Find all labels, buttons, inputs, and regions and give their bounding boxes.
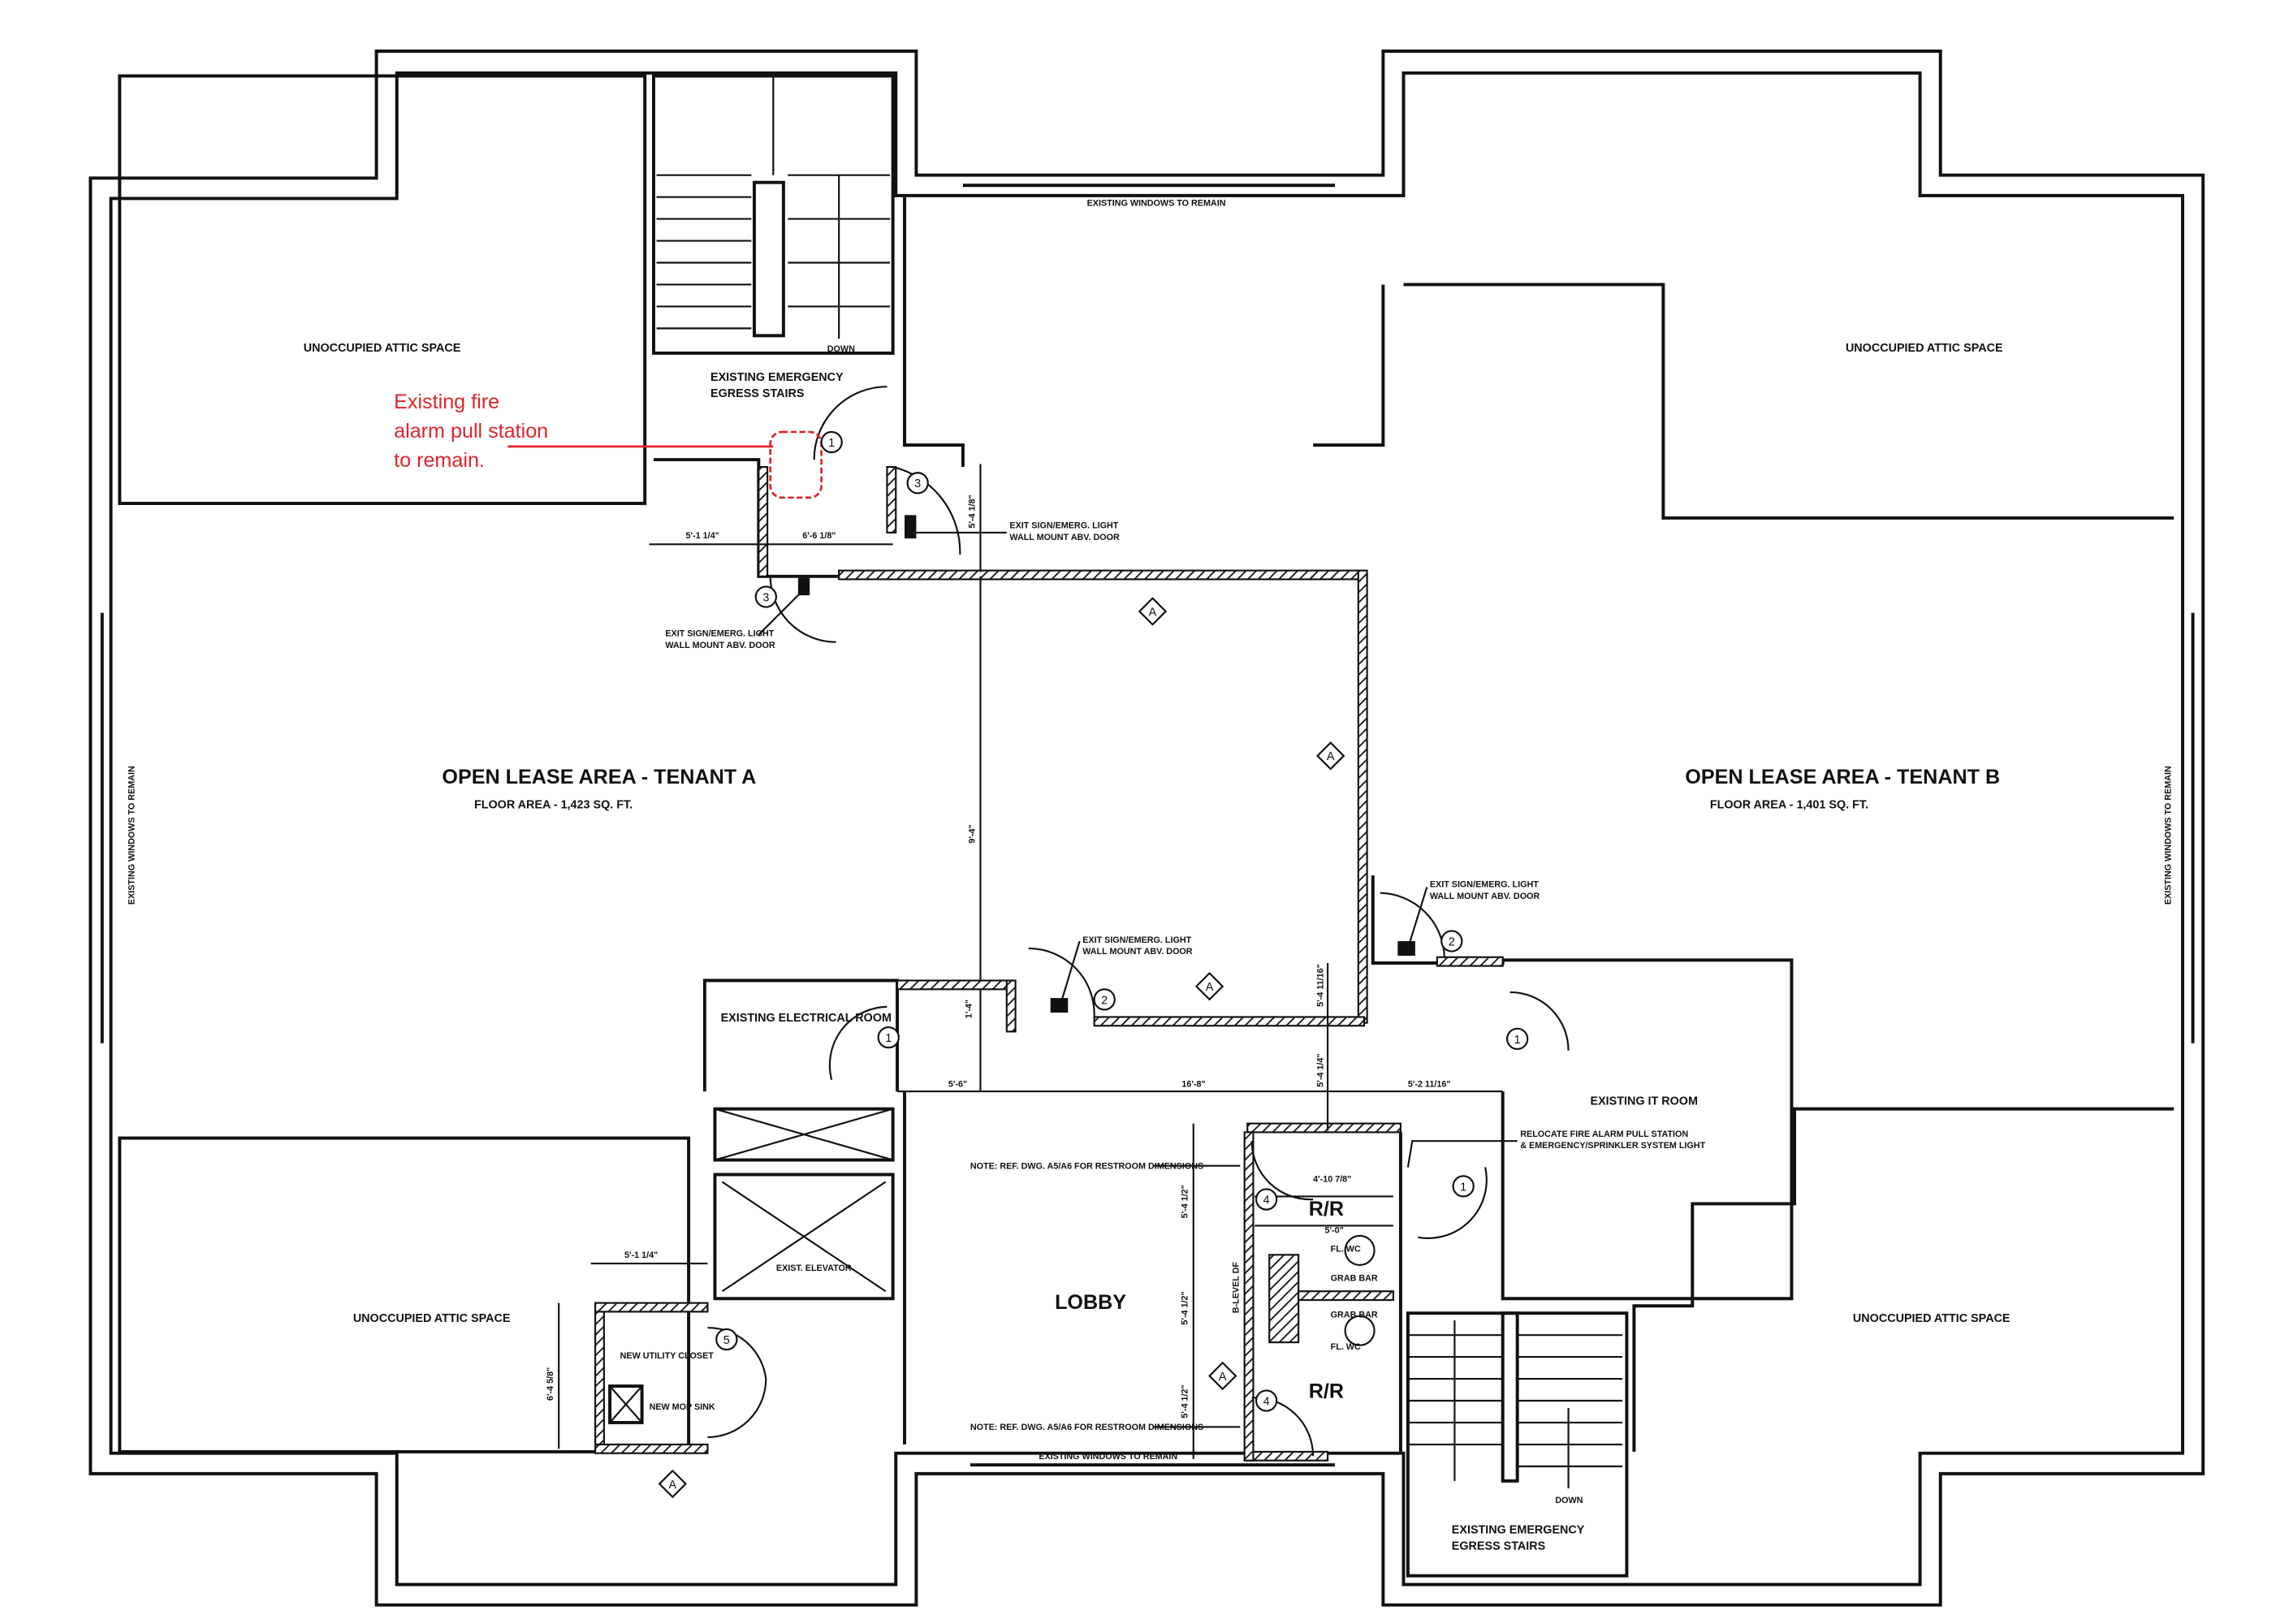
redline-markup: Existing fire alarm pull station to rema…: [394, 391, 823, 499]
tenant-a-label: OPEN LEASE AREA - TENANT A: [442, 766, 756, 788]
annotations: EXISTING WINDOWS TO REMAIN EXISTING WIND…: [127, 198, 2173, 1505]
dimension: 5'-4 11/16": [1316, 964, 1326, 1007]
attic-label: UNOCCUPIED ATTIC SPACE: [353, 1312, 511, 1325]
it-room-label: EXISTING IT ROOM: [1591, 1095, 1698, 1108]
door-tag: 1: [885, 1032, 892, 1045]
exit-sign-note: WALL MOUNT ABV. DOOR: [1430, 892, 1540, 901]
wall-tag: A: [1219, 1371, 1227, 1384]
electrical-room-label: EXISTING ELECTRICAL ROOM: [721, 1012, 892, 1025]
dimension: 5'-0": [1324, 1225, 1343, 1235]
stairs-label: EGRESS STAIRS: [710, 387, 805, 400]
down-label: DOWN: [827, 344, 855, 354]
interior-walls: [594, 197, 1794, 1462]
attic-label: UNOCCUPIED ATTIC SPACE: [1853, 1312, 2010, 1325]
windows-note: EXISTING WINDOWS TO REMAIN: [127, 766, 136, 905]
restroom-note: NOTE: REF. DWG. A5/A6 FOR RESTROOM DIMEN…: [970, 1161, 1203, 1171]
top-stairs: [651, 74, 895, 355]
dimension: 5'-4 1/2": [1181, 1384, 1190, 1418]
exit-sign-note: WALL MOUNT ABV. DOOR: [1009, 533, 1120, 542]
dimension: 5'-2 11/16": [1408, 1080, 1451, 1090]
redline-note-line-2: alarm pull station: [394, 420, 548, 443]
door-tag: 5: [723, 1334, 730, 1347]
door-tag: 1: [828, 437, 835, 450]
tenant-a-area: FLOOR AREA - 1,423 SQ. FT.: [474, 799, 633, 812]
down-label: DOWN: [1555, 1496, 1583, 1505]
door-tag: 3: [762, 591, 769, 604]
room-labels: UNOCCUPIED ATTIC SPACE UNOCCUPIED ATTIC …: [304, 342, 2010, 1553]
dimension: 5'-4 1/2": [1181, 1291, 1190, 1324]
restroom-label: R/R: [1309, 1380, 1344, 1402]
exit-sign-note: EXIT SIGN/EMERG. LIGHT: [1009, 521, 1118, 531]
dimension: 5'-4 1/8": [967, 495, 977, 528]
wall-tag: A: [1149, 606, 1157, 619]
redline-note-line-3: to remain.: [394, 449, 485, 472]
stairs-label: EGRESS STAIRS: [1452, 1540, 1546, 1553]
stairs-label: EXISTING EMERGENCY: [1452, 1524, 1585, 1537]
dimension: 6'-4 5/8": [546, 1367, 555, 1401]
dimension: 9'-4": [967, 824, 977, 843]
door-tag: 4: [1263, 1194, 1270, 1207]
door-swings: [707, 386, 1570, 1457]
elevator-label: EXIST. ELEVATOR: [776, 1263, 852, 1273]
relocate-note: RELOCATE FIRE ALARM PULL STATION: [1520, 1129, 1688, 1139]
dimension: 5'-4 1/4": [1316, 1054, 1326, 1087]
utility-closet-label: NEW UTILITY CLOSET: [620, 1351, 715, 1361]
dimension: 6'-6 1/8": [802, 531, 836, 541]
wc-label: FL. WC: [1331, 1342, 1361, 1352]
door-tag: 4: [1263, 1395, 1270, 1408]
exterior-walls: [89, 49, 2205, 1607]
wall-tag: A: [1327, 750, 1335, 763]
wall-type-tags: A A A A A: [658, 597, 1345, 1499]
stairs-label: EXISTING EMERGENCY: [710, 371, 844, 384]
lobby-label: LOBBY: [1055, 1291, 1126, 1314]
windows-note: EXISTING WINDOWS TO REMAIN: [1087, 198, 1226, 208]
door-tag: 2: [1449, 935, 1455, 948]
drinking-fountain-label: B-LEVEL DF: [1231, 1262, 1241, 1314]
dimension: 4'-10 7/8": [1313, 1174, 1351, 1184]
wall-tag: A: [1206, 981, 1214, 994]
wall-tag: A: [669, 1479, 677, 1492]
restroom-label: R/R: [1309, 1198, 1344, 1220]
tenant-b-area: FLOOR AREA - 1,401 SQ. FT.: [1710, 799, 1868, 812]
bottom-stairs: [1406, 1311, 1629, 1578]
exit-sign-note: EXIT SIGN/EMERG. LIGHT: [1430, 880, 1539, 890]
dimension: 5'-4 1/2": [1181, 1185, 1190, 1218]
dimensions: 5'-1 1/4" 6'-6 1/8" 5'-4 1/8" 9'-4" 5'-6…: [546, 464, 1451, 1459]
redline-note-line-1: Existing fire: [394, 391, 499, 413]
door-tag: 1: [1460, 1181, 1466, 1194]
attic-walls: [118, 74, 2175, 1453]
restroom-note: NOTE: REF. DWG. A5/A6 FOR RESTROOM DIMEN…: [970, 1423, 1203, 1432]
windows-note: EXISTING WINDOWS TO REMAIN: [2164, 766, 2174, 905]
tenant-b-label: OPEN LEASE AREA - TENANT B: [1685, 766, 2000, 788]
exit-sign-note: WALL MOUNT ABV. DOOR: [665, 641, 775, 650]
door-tag: 1: [1514, 1034, 1521, 1047]
dimension: 16'-8": [1181, 1080, 1205, 1090]
windows-note: EXISTING WINDOWS TO REMAIN: [1039, 1452, 1177, 1462]
grab-bar-label: GRAB BAR: [1331, 1311, 1378, 1320]
exit-sign-note: EXIT SIGN/EMERG. LIGHT: [665, 628, 774, 638]
dimension: 5'-1 1/4": [624, 1250, 658, 1260]
exit-sign-note: EXIT SIGN/EMERG. LIGHT: [1082, 935, 1191, 945]
grab-bar-label: GRAB BAR: [1331, 1274, 1378, 1284]
attic-label: UNOCCUPIED ATTIC SPACE: [304, 342, 461, 355]
attic-label: UNOCCUPIED ATTIC SPACE: [1846, 342, 2003, 355]
dimension: 5'-6": [948, 1080, 967, 1090]
relocate-note: & EMERGENCY/SPRINKLER SYSTEM LIGHT: [1520, 1141, 1705, 1151]
dimension: 5'-1 1/4": [685, 531, 719, 541]
exit-sign-note: WALL MOUNT ABV. DOOR: [1082, 947, 1193, 957]
door-tags: 1 3 3 1 2 2 1 1 4 4 5: [715, 430, 1529, 1412]
door-tag: 3: [914, 477, 921, 490]
door-tag: 2: [1101, 994, 1108, 1007]
dimension: 1'-4": [965, 1000, 974, 1018]
mop-sink-label: NEW MOP SINK: [650, 1402, 715, 1412]
